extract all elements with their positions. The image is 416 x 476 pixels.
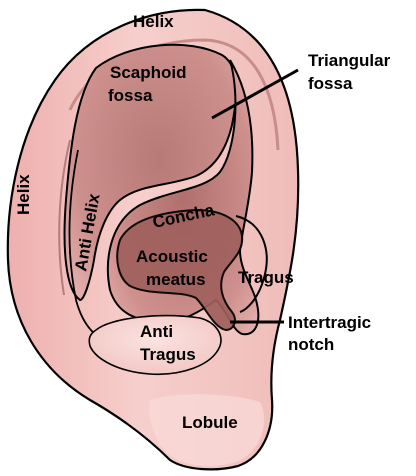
triangular-fossa-pointer (211, 68, 299, 120)
scaphoid-fossa-shape (63, 43, 238, 302)
label-helix-side: Helix (14, 174, 33, 215)
label-helix-top: Helix (133, 12, 174, 31)
label-acoustic-meatus-line2: meatus (146, 270, 206, 289)
label-acoustic-meatus-line1: Acoustic (136, 247, 208, 266)
label-intertragic-notch-line1: Intertragic (288, 313, 371, 332)
acoustic-meatus-shape (116, 208, 244, 332)
label-triangular-fossa-line2: fossa (308, 74, 353, 93)
label-scaphoid-fossa-line1: Scaphoid (110, 63, 187, 82)
label-triangular-fossa-line1: Triangular (308, 51, 391, 70)
label-intertragic-notch-line2: notch (288, 335, 334, 354)
anti-tragus-shape (88, 314, 222, 376)
label-anti-tragus-line2: Tragus (140, 345, 196, 364)
label-anti-tragus-line1: Anti (140, 322, 173, 341)
label-scaphoid-fossa-line2: fossa (108, 86, 153, 105)
anti-helix-ridge-inner (58, 139, 71, 296)
tragus-shape (235, 215, 268, 313)
label-lobule: Lobule (182, 413, 238, 432)
label-tragus: Tragus (238, 268, 294, 287)
lobule-shape (148, 394, 265, 467)
